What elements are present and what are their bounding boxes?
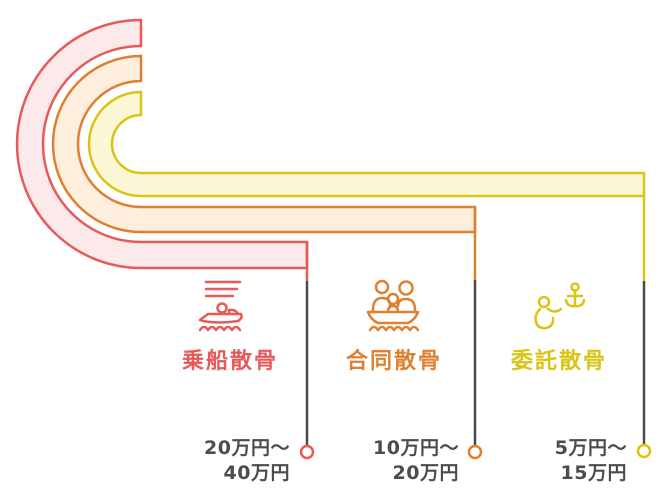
price-to: 40万円 <box>223 462 290 484</box>
band-josen-sankotsu <box>15 18 309 270</box>
person-anchor-icon <box>534 282 586 330</box>
price-range-josen: 20万円〜 40万円 <box>204 436 290 486</box>
price-range-godo: 10万円〜 20万円 <box>373 436 459 486</box>
speedboat-rider-icon <box>198 280 243 332</box>
group-boat-icon <box>366 279 420 332</box>
price-to: 15万円 <box>560 462 627 484</box>
price-marker-godo <box>467 444 483 460</box>
band-itaku-sankotsu <box>87 90 646 198</box>
band-godo-sankotsu <box>51 54 477 234</box>
price-range-itaku: 5万円〜 15万円 <box>555 436 627 486</box>
category-label-josen: 乗船散骨 <box>181 349 278 374</box>
price-marker-itaku <box>636 443 652 459</box>
price-from: 10万円〜 <box>373 437 459 459</box>
price-from: 5万円〜 <box>554 437 627 459</box>
price-marker-josen <box>299 444 315 460</box>
category-label-godo: 合同散骨 <box>345 349 442 374</box>
category-label-itaku: 委託散骨 <box>510 349 607 374</box>
price-to: 20万円 <box>392 462 459 484</box>
price-from: 20万円〜 <box>204 437 290 459</box>
